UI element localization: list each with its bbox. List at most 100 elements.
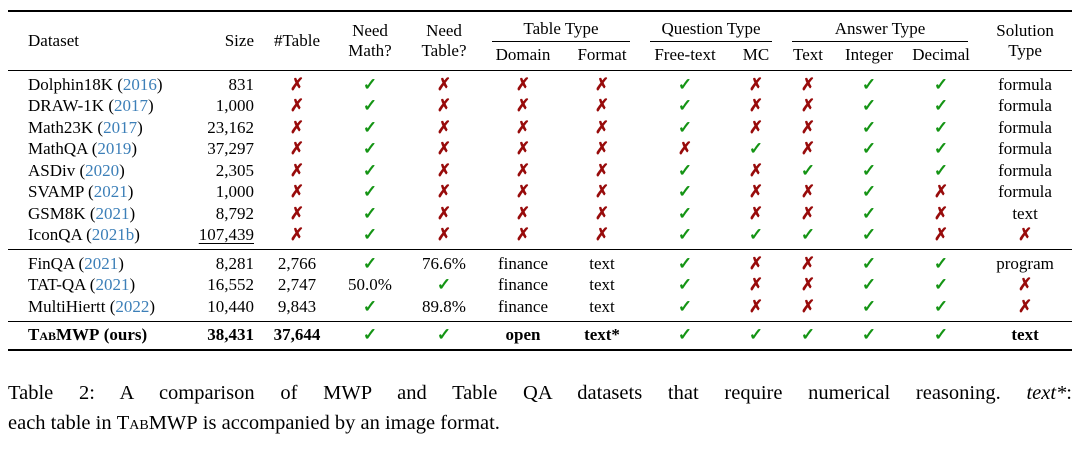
- cell-need-table: ✗: [406, 182, 482, 204]
- table-row: ASDiv (2020)2,305✗✓✗✗✗✓✗✓✓✓formula: [8, 160, 1072, 182]
- cell-free-text: ✓: [640, 250, 730, 275]
- cross-icon: ✗: [515, 160, 531, 180]
- cell-solution: formula: [978, 139, 1072, 161]
- dataset-name: IconQA: [28, 225, 82, 245]
- cell-value: text: [1012, 203, 1038, 223]
- caption-line-2: each table in TabMWP is accompanied by a…: [8, 408, 1072, 438]
- dataset-name-cell: DRAW-1K (2017): [28, 96, 154, 116]
- cross-icon: ✗: [289, 96, 305, 116]
- check-icon: ✓: [362, 296, 378, 316]
- check-icon: ✓: [861, 203, 877, 223]
- cell-value: 89.8%: [422, 296, 466, 316]
- cell-need-table: ✓: [406, 275, 482, 297]
- cell-domain: finance: [482, 250, 564, 275]
- cell-mc: ✗: [730, 71, 782, 96]
- citation-year-link[interactable]: 2017: [103, 117, 138, 137]
- cell-solution: formula: [978, 160, 1072, 182]
- cell-ans-decimal: ✓: [904, 275, 978, 297]
- table-row: Math23K (2017)23,162✗✓✗✗✗✓✗✗✓✓formula: [8, 117, 1072, 139]
- cross-icon: ✗: [515, 139, 531, 159]
- cross-icon: ✗: [436, 74, 452, 94]
- cell-size: 38,431: [188, 321, 260, 350]
- citation-year-link[interactable]: 2020: [85, 160, 120, 180]
- cell-need-math: ✓: [334, 139, 406, 161]
- dataset-name: MultiHiertt: [28, 296, 106, 316]
- cell-format: ✗: [564, 139, 640, 161]
- check-icon: ✓: [677, 253, 693, 273]
- cell-value: formula: [998, 160, 1052, 180]
- dataset-name: FinQA: [28, 253, 75, 273]
- cell-size: 37,297: [188, 139, 260, 161]
- cell-ans-text: ✓: [782, 160, 834, 182]
- cross-icon: ✗: [748, 275, 764, 295]
- cell-need-math: ✓: [334, 117, 406, 139]
- citation-year-link[interactable]: 2016: [122, 74, 157, 94]
- check-icon: ✓: [677, 325, 693, 345]
- citation-year-link[interactable]: 2021b: [91, 225, 135, 245]
- cross-icon: ✗: [594, 96, 610, 116]
- cell-mc: ✗: [730, 296, 782, 321]
- citation-year-link[interactable]: 2021: [93, 182, 128, 202]
- cell-ans-decimal: ✓: [904, 71, 978, 96]
- cell-size: 16,552: [188, 275, 260, 297]
- cell-free-text: ✓: [640, 182, 730, 204]
- citation-year-link[interactable]: 2022: [115, 296, 150, 316]
- check-icon: ✓: [362, 182, 378, 202]
- check-icon: ✓: [677, 225, 693, 245]
- cell-size: 1,000: [188, 96, 260, 118]
- cell-ans-text: ✗: [782, 182, 834, 204]
- cell-value: 38,431: [207, 325, 254, 345]
- cell-domain: ✗: [482, 117, 564, 139]
- dataset-name-cell: IconQA (2021b): [28, 225, 140, 245]
- check-icon: ✓: [861, 117, 877, 137]
- cell-solution: formula: [978, 96, 1072, 118]
- cell-ans-text: ✓: [782, 321, 834, 350]
- cell-solution: formula: [978, 182, 1072, 204]
- cell-format: ✗: [564, 96, 640, 118]
- cell-value: 1,000: [215, 182, 254, 202]
- table-row: GSM8K (2021)8,792✗✓✗✗✗✓✗✗✓✗text: [8, 203, 1072, 225]
- cell-free-text: ✗: [640, 139, 730, 161]
- cell-ans-text: ✗: [782, 296, 834, 321]
- caption-text-segment: is accompanied by an image format.: [197, 412, 500, 434]
- check-icon: ✓: [677, 160, 693, 180]
- citation-year-link[interactable]: 2017: [114, 96, 148, 116]
- cell-value: formula: [998, 139, 1052, 159]
- cell-domain: ✗: [482, 203, 564, 225]
- col-header-answer-decimal: Decimal: [912, 45, 970, 64]
- cell-size: 107,439: [188, 225, 260, 250]
- cross-icon: ✗: [515, 225, 531, 245]
- cell-domain: ✗: [482, 139, 564, 161]
- cell-format: text*: [564, 321, 640, 350]
- cell-mc: ✗: [730, 182, 782, 204]
- cross-icon: ✗: [515, 96, 531, 116]
- citation-year-link[interactable]: 2021: [95, 275, 130, 295]
- cell-ans-text: ✗: [782, 71, 834, 96]
- cross-icon: ✗: [594, 203, 610, 223]
- cell-need-table: ✗: [406, 71, 482, 96]
- cell-free-text: ✓: [640, 321, 730, 350]
- cross-icon: ✗: [594, 182, 610, 202]
- dataset-name: SVAMP: [28, 182, 84, 202]
- cell-domain: ✗: [482, 225, 564, 250]
- cross-icon: ✗: [677, 139, 693, 159]
- cell-mc: ✓: [730, 225, 782, 250]
- cell-tables: ✗: [260, 96, 334, 118]
- cross-icon: ✗: [800, 203, 816, 223]
- cell-need-table: ✗: [406, 117, 482, 139]
- cell-need-math: ✓: [334, 250, 406, 275]
- citation-year-link[interactable]: 2019: [97, 139, 132, 159]
- cell-format: text: [564, 296, 640, 321]
- citation-year-link[interactable]: 2021: [84, 253, 119, 273]
- cell-ans-integer: ✓: [834, 296, 904, 321]
- cell-value: 50.0%: [348, 275, 392, 295]
- citation-year-link[interactable]: 2021: [95, 203, 130, 223]
- dataset-name-cell: TAT-QA (2021): [28, 275, 136, 295]
